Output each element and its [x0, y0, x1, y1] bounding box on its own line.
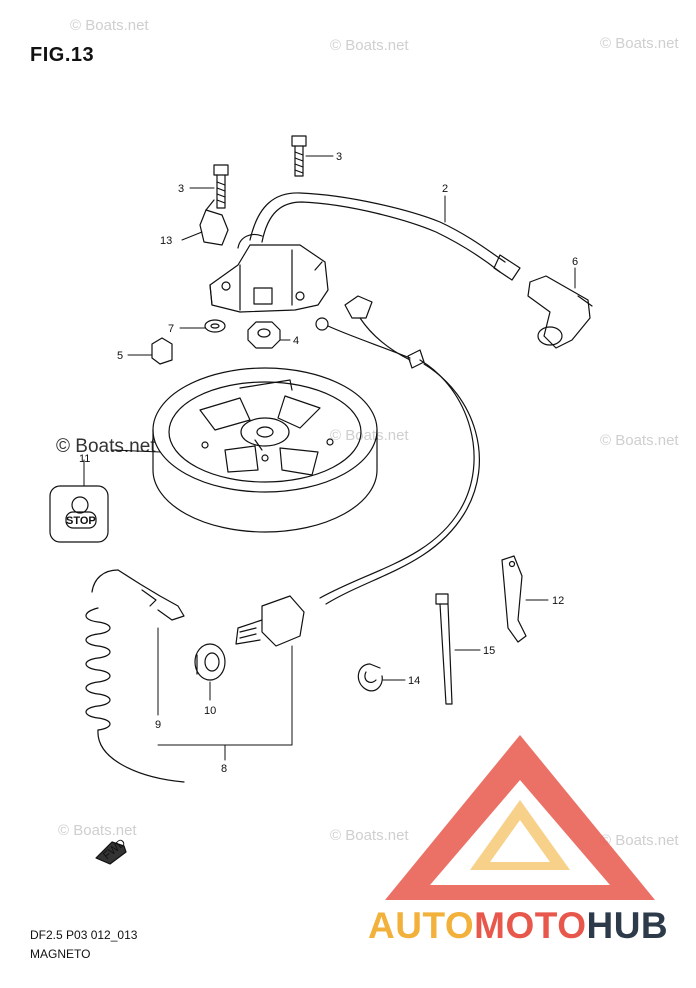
brand-logo-icon	[385, 735, 655, 900]
callout-number: 13	[160, 235, 172, 247]
brand-part: MOTO	[474, 905, 587, 946]
plug-cap	[527, 275, 593, 349]
figure-title: FIG.13	[30, 44, 95, 66]
brand-part: AUTO	[368, 905, 475, 946]
watermark: © Boats.net	[330, 827, 409, 844]
clip	[357, 663, 383, 692]
washer	[204, 319, 226, 333]
stop-label: STOP	[66, 515, 96, 527]
callout-number: 5	[117, 350, 123, 362]
watermarks: © Boats.net © Boats.net © Boats.net © Bo…	[56, 17, 679, 849]
cable-tie	[435, 593, 453, 705]
flywheel	[152, 367, 378, 533]
callout-number: 7	[168, 323, 174, 335]
callout-number: 12	[552, 595, 564, 607]
lanyard	[85, 569, 185, 783]
figure-code: DF2.5 P03 012_013	[30, 928, 138, 942]
watermark: © Boats.net	[600, 832, 679, 849]
clamp	[199, 199, 229, 246]
leader-lines	[83, 155, 576, 761]
callout-number: 10	[204, 705, 216, 717]
ignition-coil	[209, 233, 329, 313]
bolt	[213, 164, 229, 209]
watermark: © Boats.net	[58, 822, 137, 839]
lead-wire	[315, 295, 480, 605]
key	[151, 337, 173, 365]
brand-wordmark: AUTOMOTOHUB	[368, 905, 668, 947]
callout-number: 3	[178, 183, 184, 195]
watermark: © Boats.net	[330, 427, 409, 444]
fwd-arrow-icon	[95, 841, 127, 865]
callout-number: 3	[336, 151, 342, 163]
callout-number: 8	[221, 763, 227, 775]
stop-plate	[49, 485, 109, 543]
callout-number: 2	[442, 183, 448, 195]
nut	[247, 321, 281, 349]
watermark: © Boats.net	[600, 432, 679, 449]
callout-number: 11	[79, 453, 90, 465]
callout-number: 15	[483, 645, 495, 657]
high-tension-cord	[249, 192, 521, 281]
callout-number: 14	[408, 675, 420, 687]
callout-number: 9	[155, 719, 161, 731]
watermark: © Boats.net	[70, 17, 149, 34]
callout-numbers: 2 3 3 4 5 6 7 8 9 10 11 12 13 14 15 STOP…	[66, 151, 578, 862]
brand-part: HUB	[586, 905, 669, 946]
watermark: © Boats.net	[600, 35, 679, 52]
stop-switch	[235, 595, 305, 647]
callout-number: 6	[572, 256, 578, 268]
callout-number: 4	[293, 335, 299, 347]
watermark: © Boats.net	[330, 37, 409, 54]
bracket	[501, 555, 527, 643]
ring	[194, 643, 226, 681]
watermark: © Boats.net	[56, 436, 156, 457]
bolt	[291, 135, 307, 177]
figure-name: MAGNETO	[30, 947, 91, 961]
